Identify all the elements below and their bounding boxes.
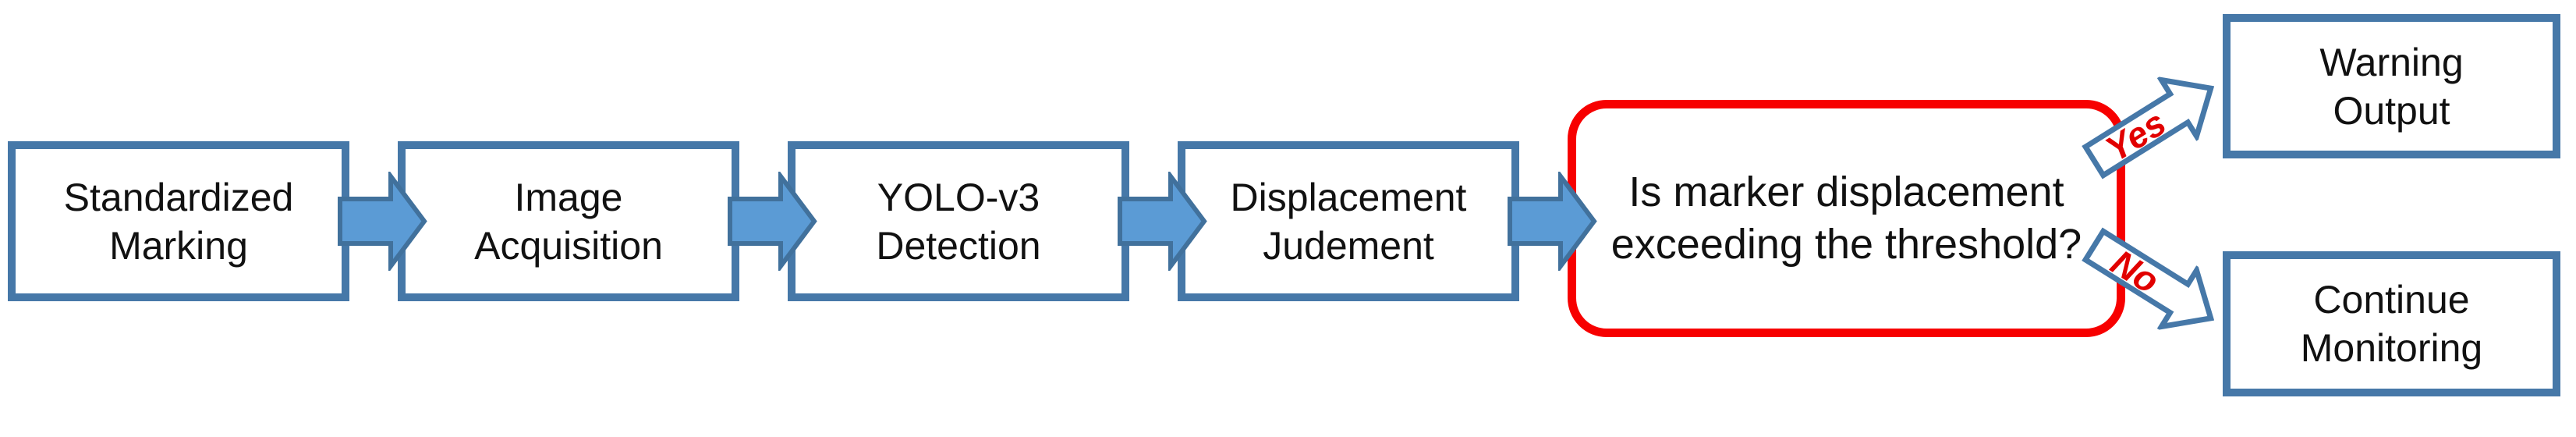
outcome-label-line: Warning xyxy=(2319,40,2464,84)
step-label-line: Marking xyxy=(109,223,248,268)
arrow-right-icon xyxy=(2082,227,2215,331)
outcome-warning-output: Warning Output xyxy=(2223,14,2560,158)
branch-no-arrow: No xyxy=(2072,212,2234,352)
decision-label-line: exceeding the threshold? xyxy=(1610,221,2082,268)
step-label-line: Acquisition xyxy=(474,223,663,268)
flow-arrow-icon xyxy=(1508,172,1597,271)
flow-arrow-icon xyxy=(1118,172,1207,271)
step-label-line: Displacement xyxy=(1230,175,1467,219)
branch-yes-arrow: Yes xyxy=(2072,55,2234,194)
decision-label-line: Is marker displacement xyxy=(1628,169,2064,215)
step-label-line: YOLO-v3 xyxy=(877,175,1040,219)
arrow-right-icon xyxy=(2082,76,2215,179)
outcome-continue-monitoring: Continue Monitoring xyxy=(2223,251,2560,396)
step-label-line: Judement xyxy=(1263,223,1434,268)
step-displacement-judement: Displacement Judement xyxy=(1178,141,1519,301)
outcome-label-line: Monitoring xyxy=(2300,326,2483,370)
step-image-acquisition: Image Acquisition xyxy=(398,141,739,301)
step-label-line: Detection xyxy=(876,223,1041,268)
flow-arrow-icon xyxy=(338,172,427,271)
outcome-label-line: Output xyxy=(2333,88,2450,133)
step-yolo-v3-detection: YOLO-v3 Detection xyxy=(788,141,1129,301)
decision-threshold-box: Is marker displacement exceeding the thr… xyxy=(1568,100,2125,337)
outcome-label-line: Continue xyxy=(2313,278,2470,322)
step-label-line: Image xyxy=(514,175,623,219)
flow-arrow-icon xyxy=(728,172,817,271)
step-standardized-marking: Standardized Marking xyxy=(8,141,349,301)
step-label-line: Standardized xyxy=(63,175,294,219)
